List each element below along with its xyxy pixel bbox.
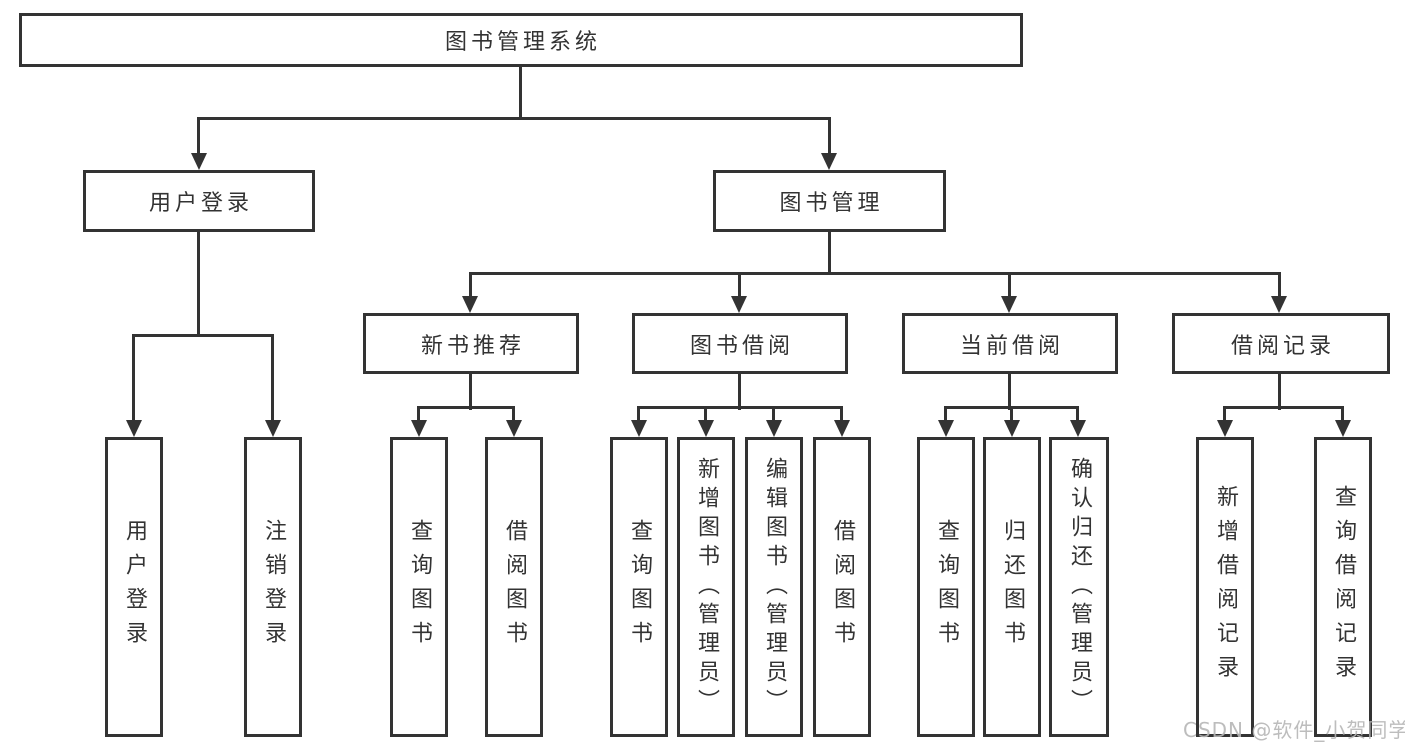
connector-line bbox=[828, 118, 831, 156]
connector-line bbox=[1010, 408, 1013, 424]
node-user-login: 用户登录 bbox=[83, 170, 315, 232]
connector-line bbox=[840, 408, 843, 424]
arrow-down-icon bbox=[1070, 420, 1086, 437]
connector-line bbox=[417, 408, 420, 424]
connector-line bbox=[772, 408, 775, 424]
node-book-management: 图书管理 bbox=[713, 170, 946, 232]
connector-line bbox=[197, 117, 831, 120]
connector-line bbox=[944, 406, 1079, 409]
arrow-down-icon bbox=[1004, 420, 1020, 437]
arrow-down-icon bbox=[191, 153, 207, 170]
node-current-borrow: 当前借阅 bbox=[902, 313, 1118, 374]
arrow-down-icon bbox=[731, 296, 747, 313]
arrow-down-icon bbox=[411, 420, 427, 437]
connector-line bbox=[197, 118, 200, 156]
leaf-borrow-query-books: 查询图书 bbox=[610, 437, 668, 737]
node-book-borrow: 图书借阅 bbox=[632, 313, 848, 374]
node-library-system: 图书管理系统 bbox=[19, 13, 1023, 67]
leaf-recommend-query-books: 查询图书 bbox=[390, 437, 448, 737]
arrow-down-icon bbox=[766, 420, 782, 437]
connector-line bbox=[417, 406, 515, 409]
leaf-records-query-record: 查询借阅记录 bbox=[1314, 437, 1372, 737]
connector-line bbox=[197, 232, 200, 336]
connector-line bbox=[132, 334, 274, 337]
leaf-current-confirm-return-admin: 确认归还（管理员） bbox=[1049, 437, 1109, 737]
arrow-down-icon bbox=[938, 420, 954, 437]
connector-line bbox=[519, 67, 522, 118]
connector-line bbox=[738, 274, 741, 300]
connector-line bbox=[1076, 408, 1079, 424]
connector-line bbox=[704, 408, 707, 424]
connector-line bbox=[637, 406, 843, 409]
connector-line bbox=[469, 272, 1281, 275]
arrow-down-icon bbox=[834, 420, 850, 437]
leaf-current-return-books: 归还图书 bbox=[983, 437, 1041, 737]
arrow-down-icon bbox=[462, 296, 478, 313]
connector-line bbox=[1008, 274, 1011, 300]
node-new-book-recommend: 新书推荐 bbox=[363, 313, 579, 374]
connector-line bbox=[637, 408, 640, 424]
arrow-down-icon bbox=[631, 420, 647, 437]
connector-line bbox=[512, 408, 515, 424]
connector-line bbox=[1278, 274, 1281, 300]
arrow-down-icon bbox=[506, 420, 522, 437]
connector-line bbox=[944, 408, 947, 424]
arrow-down-icon bbox=[821, 153, 837, 170]
leaf-borrow-add-books-admin: 新增图书（管理员） bbox=[677, 437, 735, 737]
arrow-down-icon bbox=[126, 420, 142, 437]
leaf-recommend-borrow-books: 借阅图书 bbox=[485, 437, 543, 737]
connector-line bbox=[1278, 374, 1281, 410]
arrow-down-icon bbox=[698, 420, 714, 437]
arrow-down-icon bbox=[1001, 296, 1017, 313]
connector-line bbox=[828, 232, 831, 274]
arrow-down-icon bbox=[265, 420, 281, 437]
leaf-records-add-record: 新增借阅记录 bbox=[1196, 437, 1254, 737]
connector-line bbox=[1223, 408, 1226, 424]
connector-line bbox=[1008, 374, 1011, 410]
csdn-watermark: CSDN @软件_小贺同学 bbox=[1183, 718, 1405, 742]
connector-line bbox=[738, 374, 741, 410]
node-borrow-records: 借阅记录 bbox=[1172, 313, 1390, 374]
connector-line bbox=[1341, 408, 1344, 424]
arrow-down-icon bbox=[1335, 420, 1351, 437]
connector-line bbox=[469, 274, 472, 300]
leaf-borrow-edit-books-admin: 编辑图书（管理员） bbox=[745, 437, 803, 737]
arrow-down-icon bbox=[1271, 296, 1287, 313]
leaf-current-query-books: 查询图书 bbox=[917, 437, 975, 737]
connector-line bbox=[271, 336, 274, 424]
leaf-borrow-borrow-books: 借阅图书 bbox=[813, 437, 871, 737]
leaf-logout: 注销登录 bbox=[244, 437, 302, 737]
connector-line bbox=[469, 374, 472, 410]
leaf-user-login: 用户登录 bbox=[105, 437, 163, 737]
connector-line bbox=[1223, 406, 1344, 409]
connector-line bbox=[132, 336, 135, 424]
arrow-down-icon bbox=[1217, 420, 1233, 437]
